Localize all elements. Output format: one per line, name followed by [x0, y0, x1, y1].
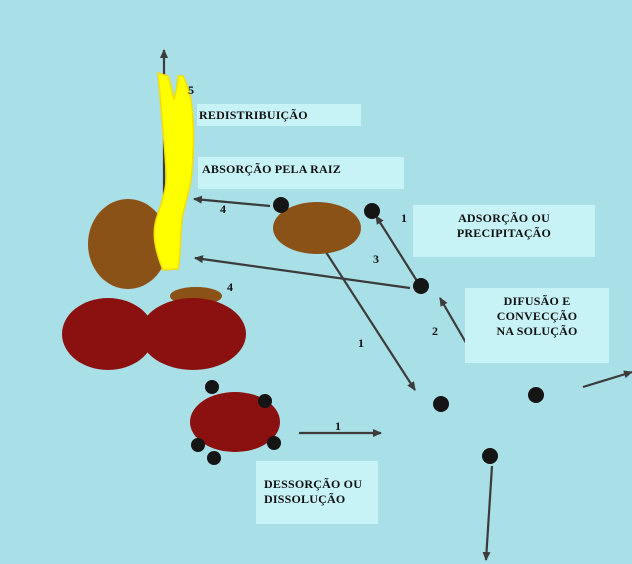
ion-dot: [205, 380, 219, 394]
ion-dot: [267, 436, 281, 450]
ion-dot: [364, 203, 380, 219]
ion-dot: [273, 197, 289, 213]
label-redistribution: REDISTRIBUIÇÃO: [197, 104, 361, 126]
label-diffusion-convection: DIFUSÃO E CONVECÇÃO NA SOLUÇÃO: [465, 288, 609, 363]
process-number-1-desorption: 1: [335, 419, 341, 434]
process-number-2: 2: [432, 324, 438, 339]
label-desorption-dissolution: DESSORÇÃO OU DISSOLUÇÃO: [256, 461, 378, 524]
label-adsorption-precipitation: ADSORÇÃO OU PRECIPITAÇÃO: [413, 205, 595, 257]
process-number-1-adsorption: 1: [401, 211, 407, 226]
ion-dot: [528, 387, 544, 403]
process-number-4-upper: 4: [220, 202, 226, 217]
ion-dot: [191, 438, 205, 452]
ion-dot: [207, 451, 221, 465]
red-soil-aggregate-right: [140, 298, 246, 370]
ion-dot: [433, 396, 449, 412]
label-root-absorption: ABSORÇÃO PELA RAIZ: [198, 157, 404, 189]
ion-dot: [482, 448, 498, 464]
ion-dot: [413, 278, 429, 294]
process-number-3: 3: [373, 252, 379, 267]
ion-dot: [258, 394, 272, 408]
process-number-4-lower: 4: [227, 280, 233, 295]
process-number-1-diagonal: 1: [358, 336, 364, 351]
process-number-5: 5: [188, 83, 194, 98]
